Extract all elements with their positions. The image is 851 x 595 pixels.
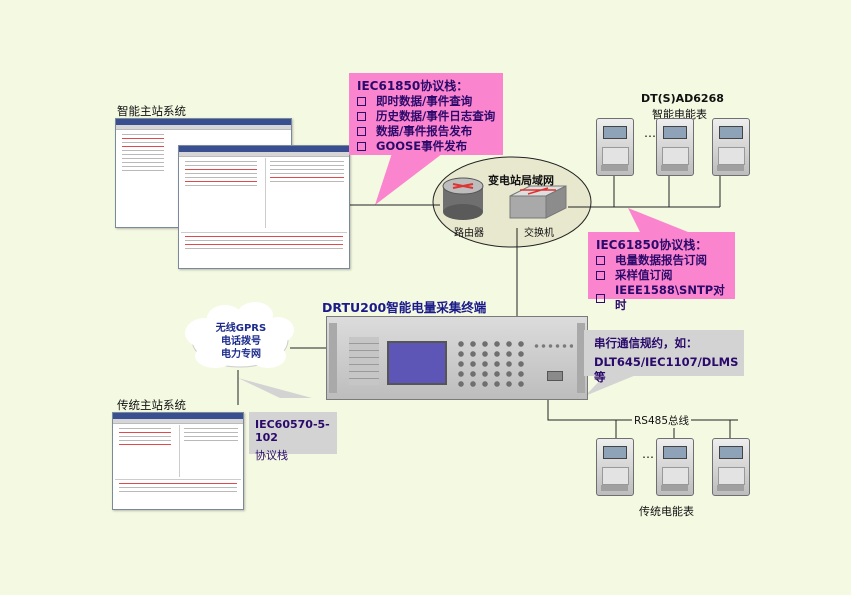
callout-iec61850-master-item: 数据/事件报告发布 [357, 124, 503, 139]
callout-iec61850-meter-item: 采样值订阅 [596, 268, 735, 283]
callout-iec61850-meter-item: IEEE1588\SNTP对时 [596, 283, 735, 313]
traditional-meter-label: 传统电能表 [639, 505, 694, 518]
smart-master-window-front [178, 145, 350, 269]
callout-tail-top [375, 144, 455, 205]
checkbox-icon [357, 127, 366, 136]
callout-iec61850-meter-item: 电量数据报告订阅 [596, 253, 735, 268]
smart-meter-icon [596, 118, 634, 176]
smart-master-label: 智能主站系统 [117, 104, 186, 118]
checkbox-icon [357, 142, 366, 151]
callout-serial: 串行通信规约，如： DLT645/IEC1107/DLMS等 [584, 330, 744, 384]
cloud-labels: 无线GPRS 电话拨号 电力专网 [208, 322, 274, 361]
callout-iec60570-line1: IEC60570-5-102 [255, 418, 330, 444]
callout-iec61850-master-item: 即时数据/事件查询 [357, 94, 503, 109]
callout-iec60570: IEC60570-5-102 协议栈 [249, 412, 337, 462]
cloud-line-private: 电力专网 [221, 349, 261, 360]
callout-tail-right [628, 208, 688, 232]
smart-meter-ellipsis: … [644, 126, 656, 140]
switch-icon [509, 185, 567, 219]
checkbox-icon [596, 256, 605, 265]
checkbox-icon [357, 112, 366, 121]
device-label: DRTU200智能电量采集终端 [322, 300, 487, 315]
checkbox-icon [596, 271, 605, 280]
callout-iec61850-master-item: 历史数据/事件日志查询 [357, 109, 503, 124]
traditional-meter-icon [656, 438, 694, 496]
callout-iec61850-meter: IEC61850协议栈： 电量数据报告订阅 采样值订阅 IEEE1588\SNT… [588, 232, 735, 312]
traditional-meter-icon [596, 438, 634, 496]
checkbox-icon [357, 97, 366, 106]
callout-tail-iec60570 [238, 378, 312, 398]
traditional-master-window [112, 412, 244, 510]
smart-meter-label: 智能电能表 [652, 108, 707, 121]
cloud-shape [185, 302, 294, 368]
lan-label: 变电站局域网 [488, 174, 554, 187]
traditional-meter-ellipsis: … [642, 447, 654, 461]
traditional-meter-icon [712, 438, 750, 496]
callout-iec61850-master-title: IEC61850协议栈： [357, 79, 469, 93]
switch-label: 交换机 [524, 228, 554, 239]
callout-iec61850-master-item: GOOSE事件发布 [357, 139, 503, 154]
dt-model-label: DT(S)AD6268 [641, 92, 724, 105]
cloud-line-gprs: 无线GPRS [215, 323, 267, 334]
callout-serial-line1: 串行通信规约，如： [594, 336, 698, 350]
callout-iec61850-master: IEC61850协议栈： 即时数据/事件查询 历史数据/事件日志查询 数据/事件… [349, 73, 503, 155]
router-icon [442, 177, 484, 220]
smart-meter-icon [712, 118, 750, 176]
checkbox-icon [596, 293, 605, 303]
traditional-master-label: 传统主站系统 [117, 398, 186, 412]
callout-tail-serial [585, 370, 648, 396]
router-label: 路由器 [454, 228, 484, 239]
rs485-label: RS485总线 [632, 413, 692, 428]
callout-iec60570-line2: 协议栈 [255, 449, 288, 462]
drtu200-device-icon [326, 316, 588, 400]
callout-serial-line2: DLT645/IEC1107/DLMS等 [594, 355, 739, 384]
cloud-line-dialup: 电话拨号 [221, 336, 261, 347]
callout-iec61850-meter-title: IEC61850协议栈： [596, 238, 708, 252]
smart-meter-icon [656, 118, 694, 176]
